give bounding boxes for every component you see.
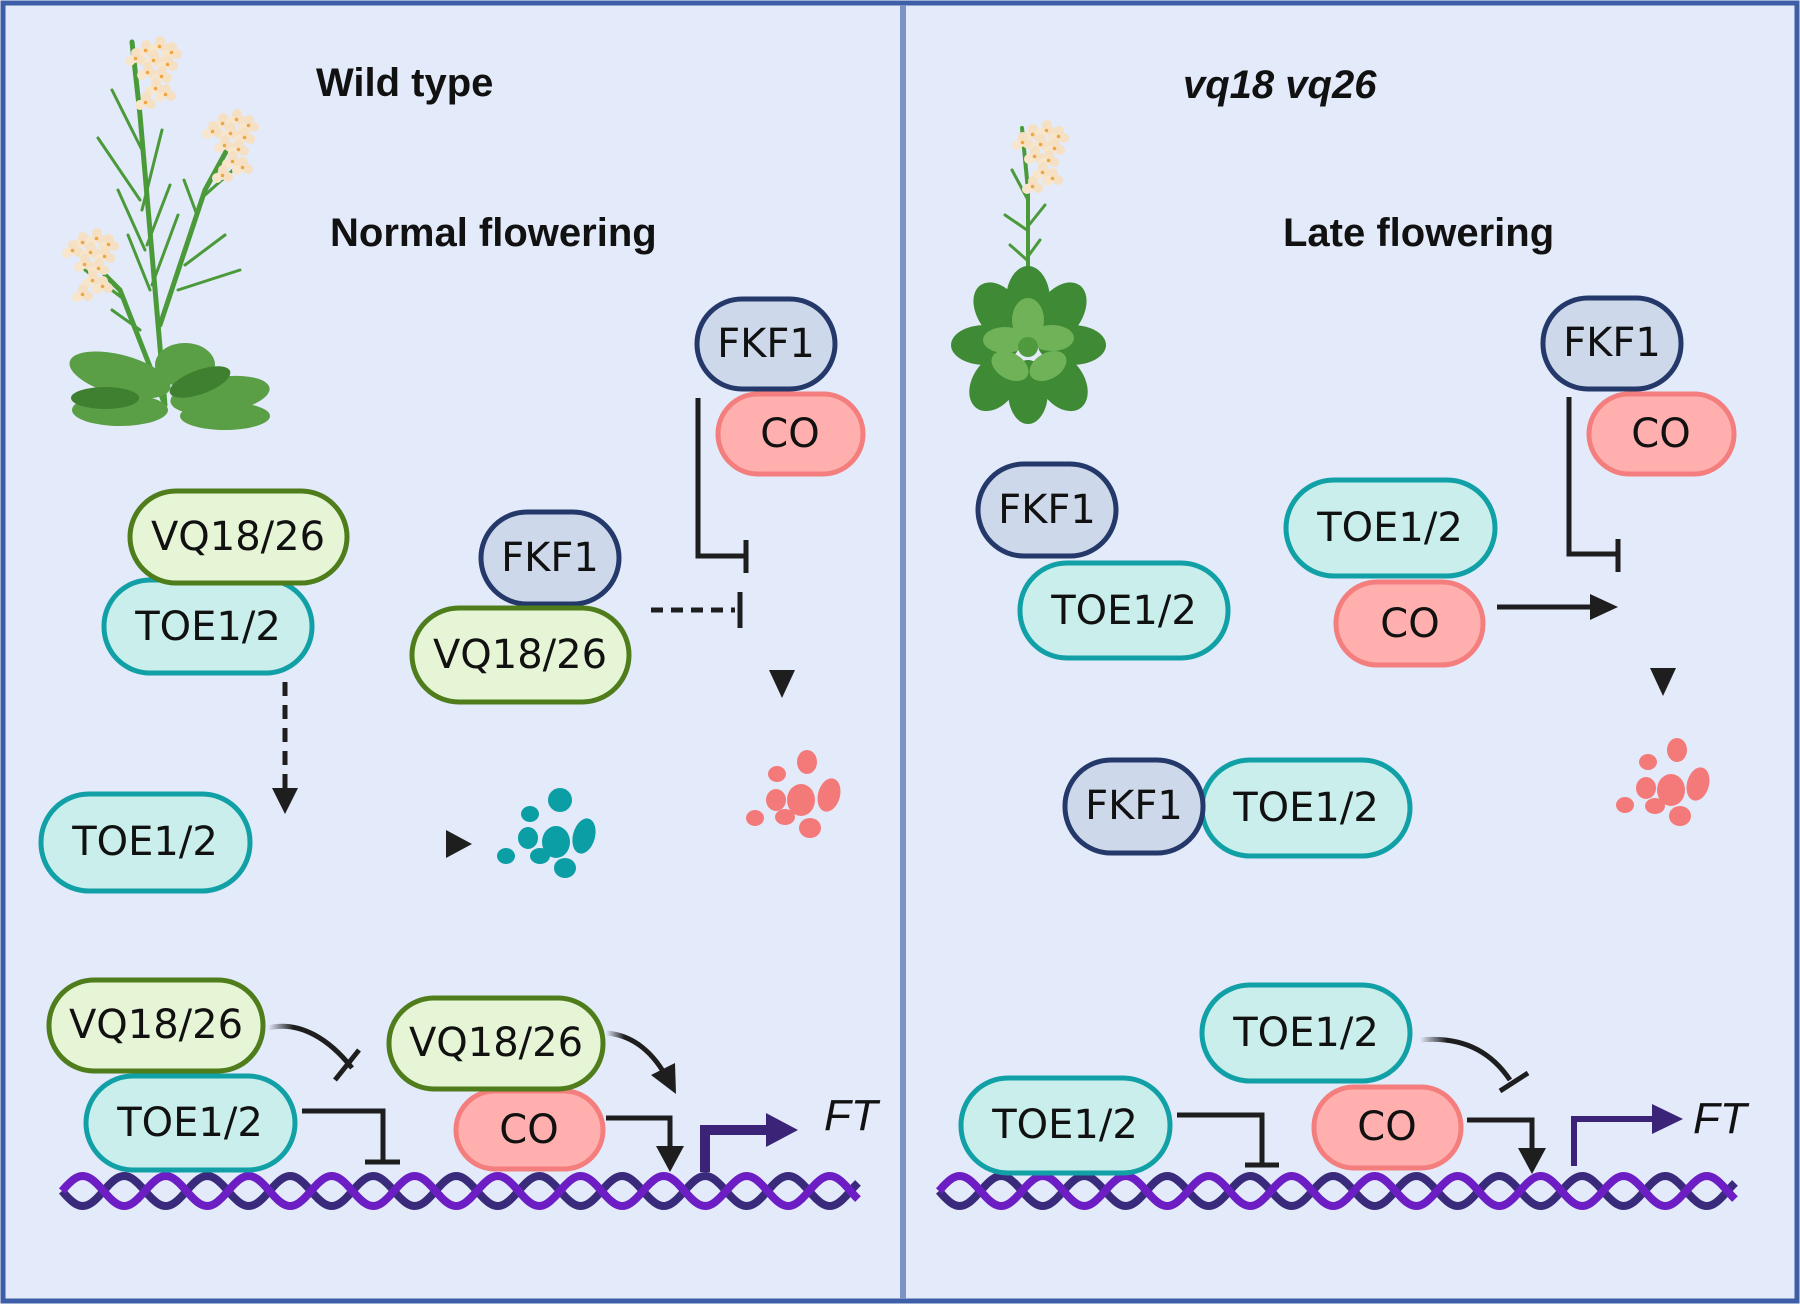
protein-label: TOE1/2 bbox=[1316, 505, 1463, 551]
panel-wild-type: Wild type Normal flowering FKF1 CO TOE1/… bbox=[38, 36, 881, 1211]
arrowhead bbox=[1652, 1104, 1683, 1134]
genotype-label: Wild type bbox=[316, 61, 493, 105]
protein-label: VQ18/26 bbox=[433, 632, 607, 678]
protein-toe: TOE1/2 bbox=[101, 577, 315, 676]
genotype-label: vq18 vq26 bbox=[1183, 63, 1377, 107]
protein-vq: VQ18/26 bbox=[386, 995, 606, 1092]
dna-strand bbox=[935, 1171, 1738, 1211]
protein-label: VQ18/26 bbox=[69, 1002, 243, 1048]
protein-toe: TOE1/2 bbox=[83, 1073, 298, 1173]
rosette-plant-icon bbox=[951, 120, 1106, 424]
protein-label: VQ18/26 bbox=[409, 1020, 583, 1066]
degraded-co-icon bbox=[746, 750, 841, 838]
arrowhead bbox=[1650, 668, 1676, 696]
protein-label: TOE1/2 bbox=[134, 604, 281, 650]
protein-co: CO bbox=[453, 1088, 606, 1172]
arrowhead bbox=[766, 1113, 798, 1147]
inhibition-line bbox=[695, 398, 746, 559]
protein-co: CO bbox=[1311, 1084, 1464, 1171]
panel-vq18-vq26: vq18 vq26 Late flowering FKF1 CO FKF1 TO… bbox=[935, 63, 1750, 1211]
arrowhead bbox=[1590, 594, 1618, 620]
protein-vq: VQ18/26 bbox=[46, 977, 266, 1074]
protein-label: TOE1/2 bbox=[116, 1100, 263, 1146]
protein-toe: TOE1/2 bbox=[958, 1075, 1173, 1176]
protein-co: CO bbox=[715, 391, 866, 477]
arrowhead bbox=[446, 830, 472, 858]
protein-label: CO bbox=[1631, 411, 1690, 457]
protein-co: CO bbox=[1586, 391, 1737, 477]
protein-label: TOE1/2 bbox=[71, 819, 218, 865]
activation-line bbox=[1467, 1117, 1535, 1150]
protein-label: VQ18/26 bbox=[151, 514, 325, 560]
protein-fkf1: FKF1 bbox=[1062, 757, 1206, 856]
protein-label: FKF1 bbox=[1085, 783, 1183, 829]
protein-label: FKF1 bbox=[501, 535, 599, 581]
protein-label: CO bbox=[1357, 1104, 1416, 1150]
curved-inhibition bbox=[1419, 1036, 1513, 1082]
protein-vq: VQ18/26 bbox=[409, 605, 632, 705]
protein-co: CO bbox=[1333, 579, 1486, 668]
dna-helix bbox=[935, 1171, 1738, 1211]
protein-toe: TOE1/2 bbox=[1017, 560, 1231, 661]
inhibition-bar bbox=[333, 1048, 361, 1082]
protein-label: FKF1 bbox=[1563, 320, 1661, 366]
arrowhead bbox=[769, 670, 795, 698]
protein-fkf1: FKF1 bbox=[478, 509, 622, 607]
protein-label: CO bbox=[499, 1107, 558, 1153]
inhibition-bar bbox=[1498, 1070, 1530, 1094]
arrowhead bbox=[1518, 1148, 1546, 1174]
degraded-toe-icon bbox=[497, 788, 596, 878]
arrowhead bbox=[272, 788, 298, 814]
protein-fkf1: FKF1 bbox=[694, 296, 838, 392]
protein-label: TOE1/2 bbox=[1232, 1010, 1379, 1056]
protein-label: TOE1/2 bbox=[991, 1102, 1138, 1148]
protein-vq: VQ18/26 bbox=[127, 488, 350, 586]
protein-toe: TOE1/2 bbox=[1199, 757, 1413, 859]
arrowhead bbox=[651, 1063, 676, 1094]
dna-helix bbox=[58, 1171, 861, 1211]
protein-fkf1: FKF1 bbox=[1540, 295, 1684, 392]
arrowhead bbox=[656, 1146, 684, 1172]
protein-toe: TOE1/2 bbox=[1283, 477, 1498, 579]
protein-label: TOE1/2 bbox=[1232, 785, 1379, 831]
inhibition-line bbox=[302, 1108, 386, 1162]
inhibition-line bbox=[1177, 1112, 1265, 1165]
promoter-arrow bbox=[1571, 1116, 1655, 1166]
phenotype-label: Normal flowering bbox=[330, 211, 657, 255]
gene-label-ft: FT bbox=[1693, 1094, 1750, 1143]
promoter-arrow bbox=[700, 1125, 770, 1172]
protein-label: CO bbox=[1380, 601, 1439, 647]
activation-line bbox=[606, 1115, 673, 1148]
protein-toe: TOE1/2 bbox=[38, 791, 253, 894]
protein-fkf1: FKF1 bbox=[975, 461, 1119, 559]
protein-label: TOE1/2 bbox=[1050, 588, 1197, 634]
curved-inhibition bbox=[267, 1023, 354, 1070]
flowering-plant-icon bbox=[62, 36, 270, 430]
degraded-co-icon bbox=[1616, 738, 1710, 826]
protein-toe: TOE1/2 bbox=[1199, 982, 1413, 1084]
protein-label: FKF1 bbox=[717, 321, 815, 367]
protein-label: CO bbox=[760, 411, 819, 457]
dna-strand bbox=[58, 1171, 861, 1211]
gene-label-ft: FT bbox=[824, 1091, 881, 1140]
protein-label: FKF1 bbox=[998, 487, 1096, 533]
phenotype-label: Late flowering bbox=[1283, 211, 1554, 255]
inhibition-line bbox=[1566, 397, 1618, 557]
